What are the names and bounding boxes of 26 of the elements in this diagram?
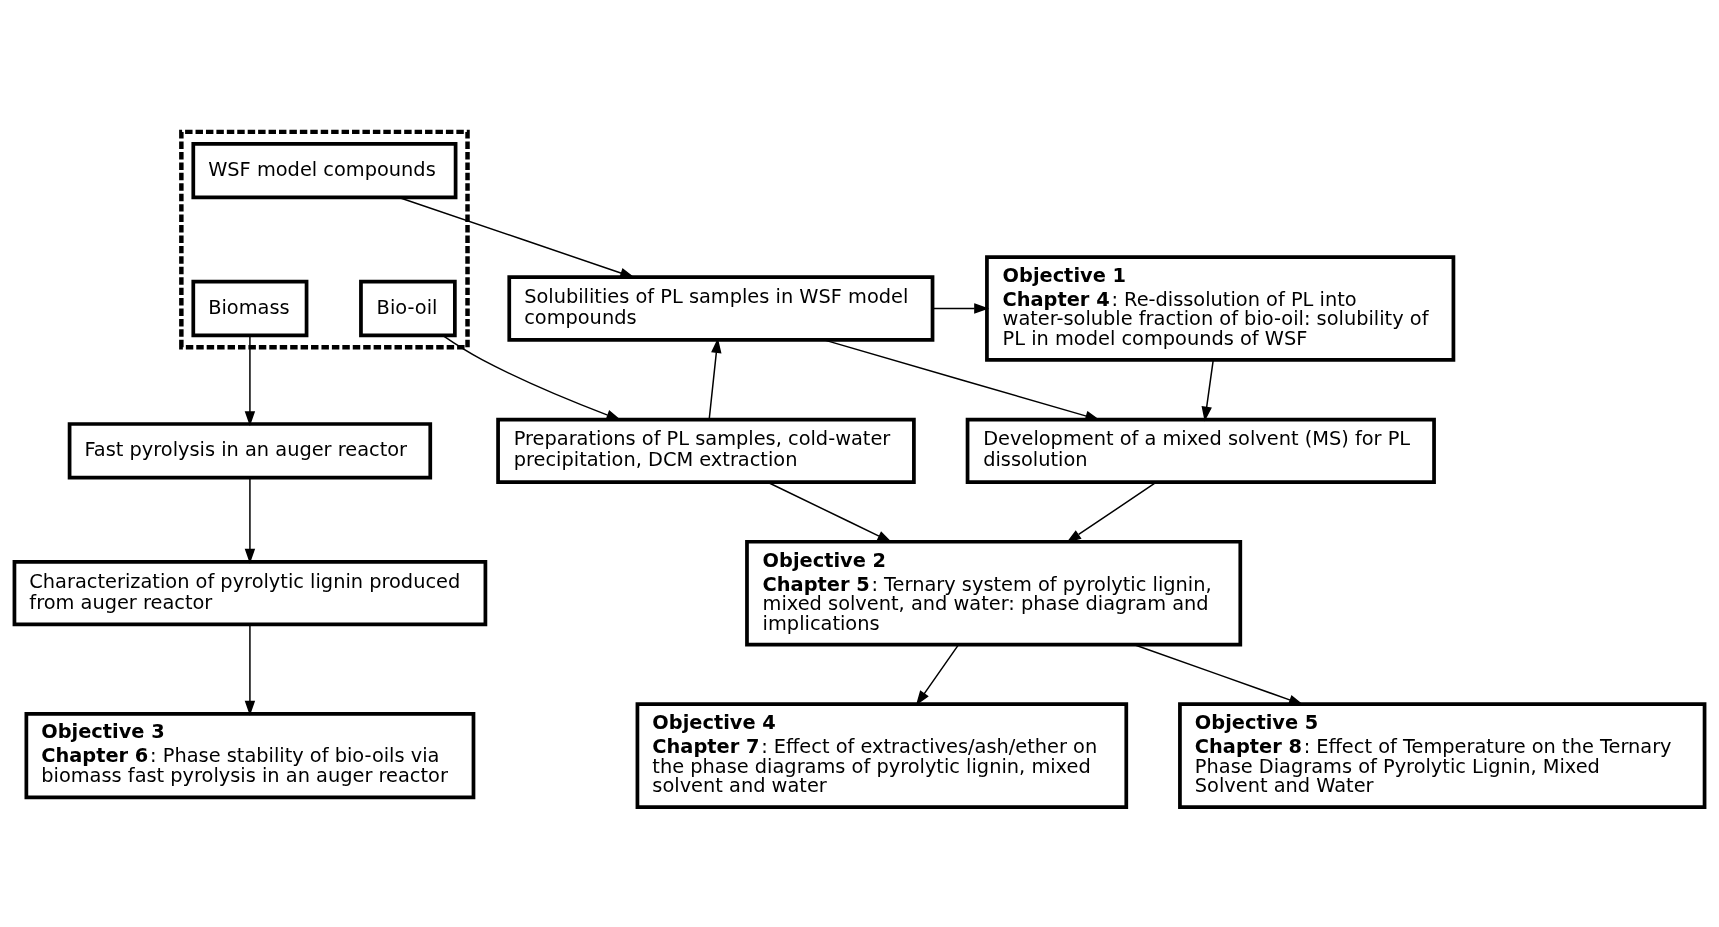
arrow [1201,359,1214,422]
node-box: WSF model compounds [191,141,458,200]
node-box: Characterization of pyrolytic lignin produced from auger reactor [12,560,488,627]
arrow [915,643,960,706]
node-box: Development of a mixed solvent (MS) for PL dissolution [965,417,1436,484]
node-box: Objective 3 Chapter 6: Phase stability of bio-oils via biomass fast pyrolysis in an auger reactor [24,712,476,800]
node-box: Objective 1 Chapter 4: Re-dissolution of PL into water-soluble fraction of bio-oil: solubility of PL in model compounds of WSF [985,255,1456,362]
node-box: Bio-oil [359,279,457,338]
cluster [179,129,470,350]
node-box: Preparations of PL samples, cold-water precipitation, DCM extraction [496,417,916,484]
node-box: Objective 4 Chapter 7: Effect of extractives/ash/ether on the phase diagrams of pyrolytic lignin, mixed solvent and water [635,702,1129,809]
node-box: Fast pyrolysis in an auger reactor [67,422,433,480]
node-box: Solubilities of PL samples in WSF model compounds [507,275,935,342]
node-box: Objective 5 Chapter 8: Effect of Temperature on the Ternary Phase Diagrams of Pyrolytic Lignin, Mixed Solvent and Water [1178,702,1707,809]
node-box: Biomass [191,279,309,338]
arrow [441,334,622,421]
arrow [708,338,722,420]
arrow [766,481,893,543]
node-box: Objective 2 Chapter 5: Ternary system of pyrolytic lignin, mixed solvent, and water: phase diagram and implications [745,539,1243,647]
arrow [1133,643,1304,705]
arrow [244,477,256,564]
arrow [1066,481,1158,543]
arrow [398,196,635,278]
arrow [244,623,256,716]
arrow [244,334,256,427]
arrow [932,303,990,314]
